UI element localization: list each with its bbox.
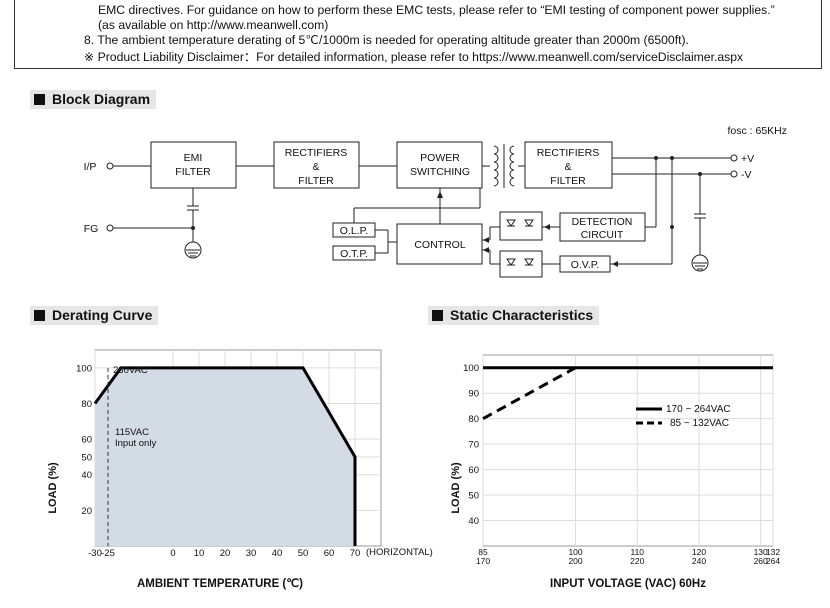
derating-curve-title-text: Derating Curve [52, 307, 153, 323]
note-line-emc: EMC directives. For guidance on how to p… [98, 3, 775, 17]
photocoupler-1 [499, 211, 543, 241]
derating-y-axis-label: LOAD (%) [47, 462, 59, 514]
static-y-tick-label: 90 [468, 389, 479, 400]
derating-x-tick-label: 50 [298, 548, 309, 559]
static-x-tick-bottom: 220 [630, 556, 644, 566]
note-line-disclaimer: ※ Product Liability Disclaimer：For detai… [84, 50, 744, 64]
vminus-terminal [730, 170, 738, 178]
derating-x-tick-label: 0 [170, 548, 175, 559]
static-y-tick-label: 40 [468, 516, 479, 527]
derating-line-230vac [93, 366, 357, 546]
vminus-label: -V [741, 169, 752, 181]
derating-y-tick-label: 50 [81, 452, 92, 463]
static-y-tick-label: 80 [468, 414, 479, 425]
static-characteristics-title-text: Static Characteristics [450, 307, 594, 323]
rect2-label-3: FILTER [550, 175, 586, 187]
annotation-230vac: 230VAC [113, 365, 148, 376]
static-y-tick-label: 70 [468, 440, 479, 451]
static-y-tick-label: 100 [463, 363, 479, 374]
rect2-label-2: & [564, 161, 571, 173]
fg-terminal [106, 224, 114, 232]
rect2-label-1: RECTIFIERS [537, 147, 599, 159]
static-x-axis-label: INPUT VOLTAGE (VAC) 60Hz [550, 578, 706, 590]
static-characteristics-title: Static Characteristics [428, 306, 600, 325]
detection-label-1: DETECTION [572, 216, 633, 228]
static-x-tick-top: 120 [692, 547, 706, 557]
annotation-input-only: Input only [115, 438, 156, 449]
rect1-label-3: FILTER [298, 175, 334, 187]
static-x-tick-bottom: 260 [754, 556, 768, 566]
derating-x-tick-label: 60 [324, 548, 335, 559]
legend-dashed-label: 85 ~ 132VAC [670, 418, 729, 429]
emi-label-1: EMI [184, 152, 203, 164]
static-x-tick-bottom: 200 [568, 556, 582, 566]
derating-x-tick-label: -25 [101, 548, 115, 559]
static-y-tick-label: 50 [468, 491, 479, 502]
static-y-axis-label: LOAD (%) [450, 462, 462, 514]
derating-x-tick-label: -30 [88, 548, 102, 559]
olp-label: O.L.P. [340, 225, 368, 237]
detection-label-2: CIRCUIT [581, 229, 624, 241]
ovp-label: O.V.P. [571, 259, 600, 271]
derating-curve-title: Derating Curve [30, 306, 159, 325]
derating-x-tick-label: 70 [350, 548, 361, 559]
fosc-label: fosc : 65KHz [727, 125, 787, 137]
power-label-2: SWITCHING [410, 166, 470, 178]
derating-y-tick-label: 80 [81, 399, 92, 410]
rectifier-filter-block-1 [273, 141, 360, 189]
square-bullet-icon [34, 94, 45, 105]
emi-label-2: FILTER [175, 166, 211, 178]
derating-x-axis-label: AMBIENT TEMPERATURE (℃) [137, 577, 303, 590]
note-line-website: (as available on http://www.meanwell.com… [98, 18, 329, 32]
rect1-label-2: & [312, 161, 319, 173]
static-line-85-132vac [482, 366, 577, 420]
square-bullet-icon [432, 310, 443, 321]
derating-y-tick-label: 20 [81, 506, 92, 517]
rectifier-filter-block-2 [524, 141, 613, 189]
otp-label: O.T.P. [340, 248, 368, 260]
annotation-115vac: 115VAC [115, 427, 149, 438]
control-label: CONTROL [414, 239, 465, 251]
derating-x-tick-label: 30 [246, 548, 257, 559]
derating-x-tick-label: 40 [272, 548, 283, 559]
legend-solid-label: 170 ~ 264VAC [666, 404, 731, 415]
static-y-tick-label: 60 [468, 465, 479, 476]
power-label-1: POWER [420, 152, 460, 164]
derating-x-tick-label: 20 [220, 548, 231, 559]
static-x-tick-top: 100 [568, 547, 582, 557]
rect1-label-1: RECTIFIERS [285, 147, 347, 159]
derating-y-tick-label: 60 [81, 435, 92, 446]
static-x-tick-top: 130 [754, 547, 768, 557]
derating-area [95, 367, 355, 546]
block-diagram-title-text: Block Diagram [52, 91, 151, 107]
square-bullet-icon [34, 310, 45, 321]
static-x-tick-bottom: 170 [476, 556, 490, 566]
derating-y-tick-label: 100 [76, 363, 92, 374]
derating-x-suffix: (HORIZONTAL) [366, 547, 433, 558]
notes-box [14, 0, 822, 69]
block-diagram-title: Block Diagram [30, 90, 157, 109]
static-x-tick-top: 132 [766, 547, 780, 557]
ip-label: I/P [84, 161, 97, 173]
derating-y-tick-label: 40 [81, 470, 92, 481]
static-x-tick-top: 110 [630, 547, 644, 557]
static-x-tick-bottom: 264 [766, 556, 780, 566]
vplus-terminal [730, 154, 738, 162]
vplus-label: +V [741, 153, 754, 165]
static-x-tick-top: 85 [478, 547, 488, 557]
note-line-8: 8. The ambient temperature derating of 5… [84, 33, 689, 47]
derating-x-tick-label: 10 [194, 548, 205, 559]
fg-label: FG [84, 223, 99, 235]
static-x-tick-bottom: 240 [692, 556, 706, 566]
ip-terminal [106, 162, 114, 170]
